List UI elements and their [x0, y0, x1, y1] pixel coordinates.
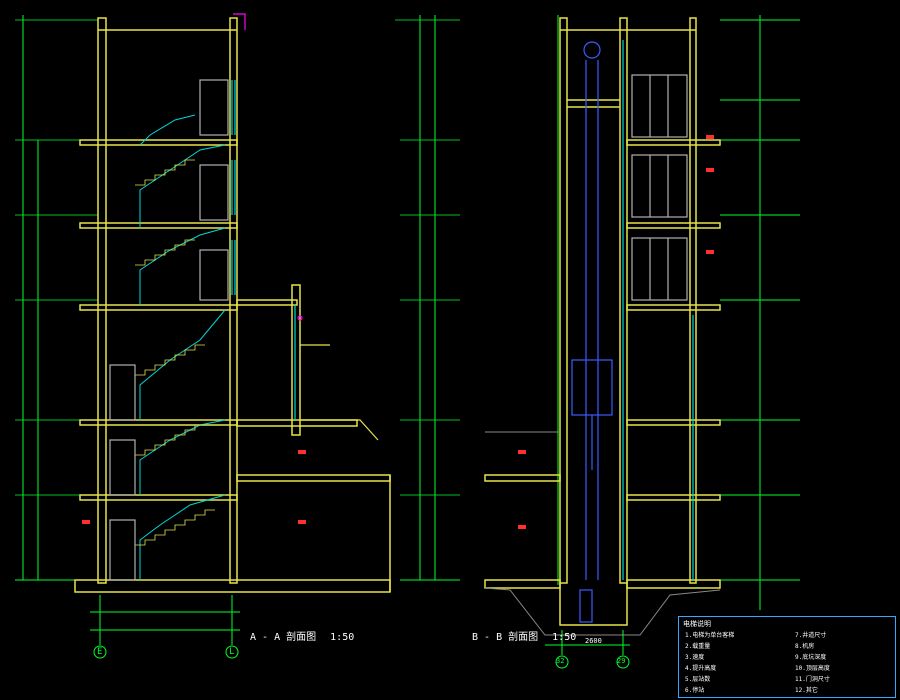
note-left-4: 4.提升高度 — [685, 665, 717, 672]
section-a-title-text: A - A 剖面图 — [250, 632, 317, 643]
section-a-dimensions — [15, 15, 460, 631]
notes-header: 电梯说明 — [683, 620, 711, 628]
section-b-dimensions — [545, 15, 800, 646]
section-b-scale: 1:50 — [552, 632, 577, 643]
section-b-axis — [555, 630, 630, 669]
note-right-5: 11.门洞尺寸 — [795, 676, 830, 683]
section-b-windows — [631, 74, 688, 301]
dim-bottom-b: 2600 — [585, 637, 602, 645]
note-right-4: 10.顶层高度 — [795, 665, 830, 672]
elevator-notes: 电梯说明 1.电梯为单台客梯 2.载重量 3.速度 4.提升高度 5.层站数 6… — [678, 616, 896, 698]
section-a-stair-treads — [135, 159, 215, 546]
note-right-6: 12.其它 — [795, 687, 818, 694]
note-left-2: 2.载重量 — [685, 643, 711, 650]
note-left-1: 1.电梯为单台客梯 — [685, 632, 735, 639]
section-a-axis — [93, 595, 239, 659]
note-right-3: 9.底坑深度 — [795, 654, 827, 661]
note-right-1: 7.井道尺寸 — [795, 632, 827, 639]
circle-axis-icon — [616, 655, 630, 669]
section-a-level-lines — [15, 19, 460, 496]
section-b-elevator — [571, 41, 613, 623]
circle-axis-icon — [225, 645, 239, 659]
section-a-title: A - A 剖面图 1:50 — [250, 628, 354, 643]
note-right-2: 8.机房 — [795, 643, 815, 650]
section-a-scale: 1:50 — [330, 632, 355, 643]
note-left-6: 6.停站 — [685, 687, 705, 694]
axis-label-e: E — [97, 647, 103, 657]
section-a-windows — [231, 80, 296, 420]
axis-label-l: L — [229, 647, 235, 657]
section-b-pit — [484, 587, 721, 636]
section-b-walls — [484, 17, 721, 626]
section-b-title-text: B - B 剖面图 — [472, 632, 539, 643]
axis-label-29: 29 — [617, 657, 626, 665]
circle-axis-icon — [93, 645, 107, 659]
section-b-glazing — [622, 40, 694, 580]
axis-label-32: 32 — [556, 657, 565, 665]
section-a-walls — [74, 17, 391, 593]
circle-axis-icon — [555, 655, 569, 669]
section-b-title: B - B 剖面图 1:50 — [472, 628, 576, 643]
section-a-railing — [233, 13, 303, 321]
note-left-3: 3.速度 — [685, 654, 705, 661]
room-tags — [82, 135, 714, 529]
note-left-5: 5.层站数 — [685, 676, 711, 683]
section-a-doors — [109, 79, 229, 581]
section-a-canopy — [300, 344, 379, 441]
